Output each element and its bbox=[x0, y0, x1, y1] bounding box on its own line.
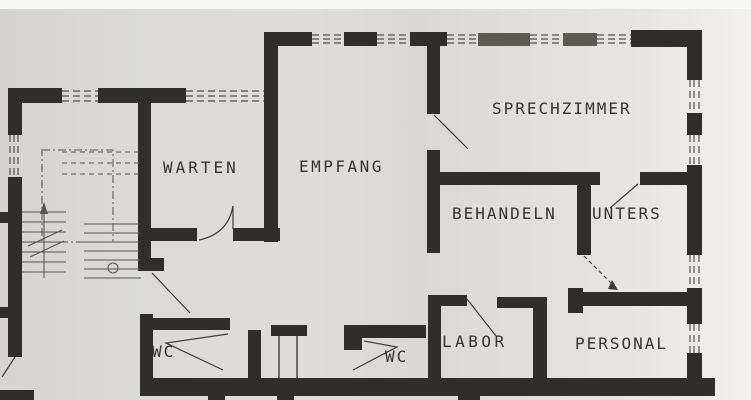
room-label-wc-left: WC bbox=[152, 342, 176, 361]
door-swings bbox=[1, 114, 639, 378]
room-label-personal: PERSONAL bbox=[575, 334, 669, 353]
room-label-wc-right: WC bbox=[385, 347, 409, 366]
room-label-sprechzimmer: SPRECHZIMMER bbox=[492, 99, 632, 118]
room-label-warten: WARTEN bbox=[163, 158, 239, 177]
walls-scanned-gray bbox=[478, 33, 597, 46]
elevator-shaft bbox=[41, 149, 114, 243]
stair-direction-arrow bbox=[40, 202, 48, 278]
scan-top-margin bbox=[0, 0, 751, 9]
room-label-labor: LABOR bbox=[442, 332, 508, 351]
duct-partition bbox=[278, 336, 298, 378]
walls bbox=[0, 30, 715, 400]
staircase bbox=[22, 149, 141, 279]
room-label-unters: UNTERS bbox=[592, 204, 662, 223]
room-label-behandeln: BEHANDELN bbox=[452, 204, 557, 223]
door-swing bbox=[198, 205, 234, 241]
stair-newel-circle bbox=[107, 262, 119, 274]
room-label-empfang: EMPFANG bbox=[299, 157, 384, 176]
window-hatch-lines bbox=[9, 34, 700, 353]
